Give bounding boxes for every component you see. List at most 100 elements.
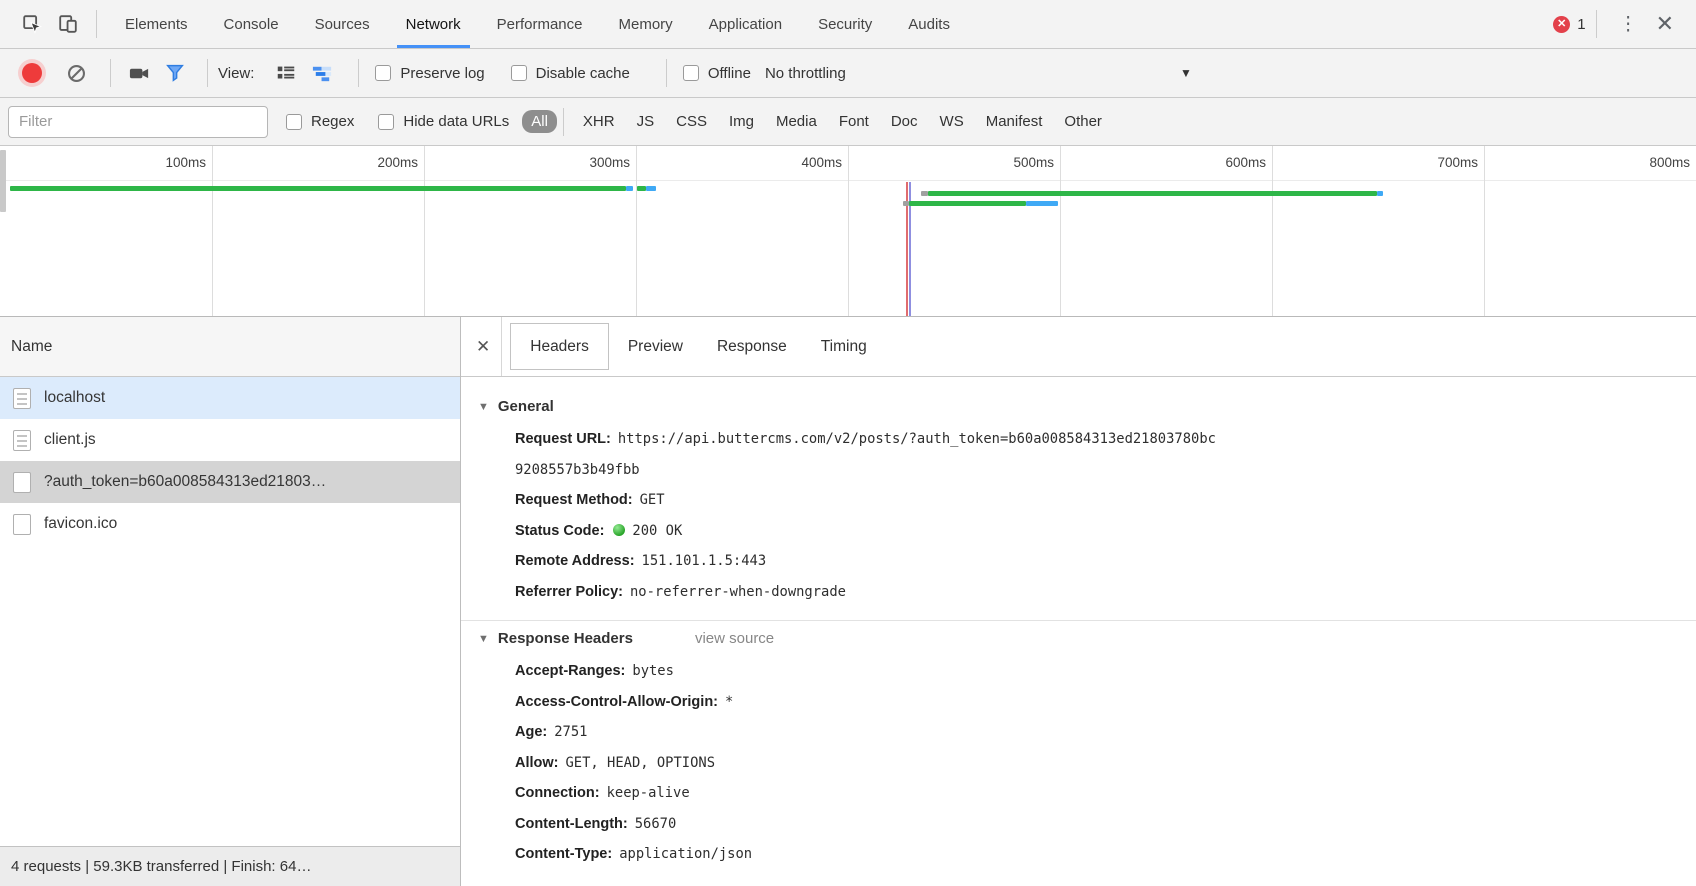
- tab-application[interactable]: Application: [708, 15, 783, 33]
- header-value: 2751: [554, 724, 588, 740]
- header-value: 56670: [634, 815, 677, 832]
- request-timing-bar[interactable]: [1026, 201, 1058, 206]
- type-filter-doc[interactable]: Doc: [890, 113, 918, 130]
- type-filter-xhr[interactable]: XHR: [582, 113, 615, 130]
- request-timing-bar[interactable]: [921, 191, 928, 196]
- network-filter-bar: Regex Hide data URLs All XHR JS CSS Img …: [0, 98, 1696, 146]
- request-timing-bar[interactable]: [903, 201, 909, 206]
- tab-audits[interactable]: Audits: [908, 15, 950, 33]
- throttling-dropdown-arrow-icon[interactable]: ▼: [1180, 66, 1192, 80]
- page-event-line: [906, 182, 908, 316]
- request-row-client-js[interactable]: client.js: [0, 419, 460, 461]
- network-main: Name localhost client.js ?auth_token=b60…: [0, 317, 1696, 886]
- request-row-favicon[interactable]: favicon.ico: [0, 503, 460, 545]
- divider: [1595, 10, 1597, 38]
- request-timing-bar[interactable]: [626, 186, 633, 191]
- detail-tab-preview[interactable]: Preview: [627, 337, 683, 355]
- header-label: Access-Control-Allow-Origin:: [515, 693, 719, 710]
- tab-sources[interactable]: Sources: [314, 15, 370, 33]
- kebab-menu-icon[interactable]: ⋮: [1618, 13, 1638, 35]
- view-list-icon[interactable]: [268, 55, 304, 91]
- preserve-log-checkbox[interactable]: [375, 65, 392, 81]
- regex-checkbox[interactable]: [286, 113, 302, 130]
- disclosure-triangle-icon[interactable]: ▼: [478, 632, 489, 645]
- hide-data-urls-checkbox[interactable]: [378, 113, 395, 130]
- header-value: keep-alive: [606, 785, 690, 801]
- error-icon: ✕: [1553, 15, 1571, 33]
- detail-tab-response[interactable]: Response: [716, 337, 787, 355]
- detail-tab-timing[interactable]: Timing: [820, 337, 867, 355]
- view-label: View:: [218, 64, 255, 82]
- header-value: https://api.buttercms.com/v2/posts/?auth…: [515, 431, 1216, 478]
- type-filter-font[interactable]: Font: [838, 113, 869, 130]
- gridline: [1484, 146, 1485, 316]
- gridline: [424, 146, 425, 316]
- offline-checkbox[interactable]: [682, 65, 699, 81]
- disclosure-triangle-icon[interactable]: ▼: [478, 400, 489, 413]
- type-filter-img[interactable]: Img: [728, 113, 754, 130]
- tab-memory[interactable]: Memory: [618, 15, 673, 33]
- divider: [207, 59, 208, 87]
- divider: [501, 317, 503, 376]
- tab-network[interactable]: Network: [388, 0, 479, 48]
- record-button[interactable]: [22, 63, 42, 83]
- header-label: Status Code:: [515, 522, 605, 539]
- view-waterfall-icon[interactable]: [304, 55, 340, 91]
- header-row-accept-ranges: Accept-Ranges:bytes: [461, 656, 1696, 687]
- disable-cache-checkbox[interactable]: [510, 65, 527, 81]
- detail-tab-headers[interactable]: Headers: [510, 323, 609, 370]
- header-row-content-length: Content-Length: 56670: [461, 809, 1696, 840]
- close-detail-icon[interactable]: ✕: [476, 336, 491, 356]
- filter-funnel-icon[interactable]: [157, 55, 193, 91]
- general-section-header[interactable]: ▼ General: [461, 398, 1696, 415]
- type-filter-js[interactable]: JS: [636, 113, 655, 130]
- type-filter-ws[interactable]: WS: [939, 113, 964, 130]
- filmstrip-camera-icon[interactable]: [121, 55, 157, 91]
- inspect-element-icon[interactable]: [14, 6, 50, 42]
- regex-label: Regex: [311, 113, 355, 130]
- gridline: [636, 146, 637, 316]
- request-list-panel: Name localhost client.js ?auth_token=b60…: [0, 317, 461, 886]
- divider: [358, 59, 360, 87]
- header-row-request-url: Request URL:https://api.buttercms.com/v2…: [461, 424, 1217, 485]
- close-devtools-icon[interactable]: ✕: [1655, 11, 1674, 36]
- type-filter-other[interactable]: Other: [1064, 113, 1102, 130]
- request-row-localhost[interactable]: localhost: [0, 377, 460, 419]
- resource-type-filters: All XHR JS CSS Img Media Font Doc WS Man…: [521, 107, 1113, 136]
- type-filter-manifest[interactable]: Manifest: [985, 113, 1043, 130]
- request-timing-bar[interactable]: [637, 186, 646, 191]
- hide-data-urls-label: Hide data URLs: [403, 113, 510, 130]
- request-timing-bar[interactable]: [10, 186, 626, 191]
- divider: [96, 10, 97, 38]
- tab-security[interactable]: Security: [818, 15, 873, 33]
- overview-scrollbar-thumb[interactable]: [0, 150, 6, 212]
- request-timing-bar[interactable]: [928, 191, 1377, 196]
- tab-performance[interactable]: Performance: [496, 15, 583, 33]
- response-headers-section-header[interactable]: ▼ Response Headers view source: [461, 630, 1696, 647]
- axis-label: 800ms: [1649, 155, 1690, 170]
- type-filter-media[interactable]: Media: [775, 113, 817, 130]
- header-row-request-method: Request Method:GET: [461, 485, 1696, 516]
- view-source-link[interactable]: view source: [694, 630, 775, 647]
- device-toolbar-icon[interactable]: [50, 6, 86, 42]
- filter-input[interactable]: [8, 105, 268, 138]
- request-timing-bar[interactable]: [646, 186, 656, 191]
- throttling-select[interactable]: No throttling: [764, 64, 846, 82]
- document-icon: [13, 387, 31, 409]
- type-filter-all[interactable]: All: [522, 110, 557, 133]
- console-error-badge[interactable]: ✕ 1: [1553, 15, 1586, 33]
- request-timing-bar[interactable]: [1377, 191, 1383, 196]
- clear-icon[interactable]: [58, 55, 94, 91]
- request-timing-bar[interactable]: [909, 201, 1026, 206]
- header-value: GET: [639, 492, 665, 508]
- header-label: Referrer Policy:: [515, 583, 623, 600]
- header-row-age: Age:2751: [461, 717, 1696, 748]
- type-filter-css[interactable]: CSS: [676, 113, 707, 130]
- gridline: [848, 146, 849, 316]
- request-row-auth-token[interactable]: ?auth_token=b60a008584313ed21803…: [0, 461, 460, 503]
- tab-elements[interactable]: Elements: [125, 15, 188, 33]
- tab-console[interactable]: Console: [223, 15, 279, 33]
- header-label: Content-Length:: [515, 815, 628, 832]
- name-column-header[interactable]: Name: [0, 317, 460, 377]
